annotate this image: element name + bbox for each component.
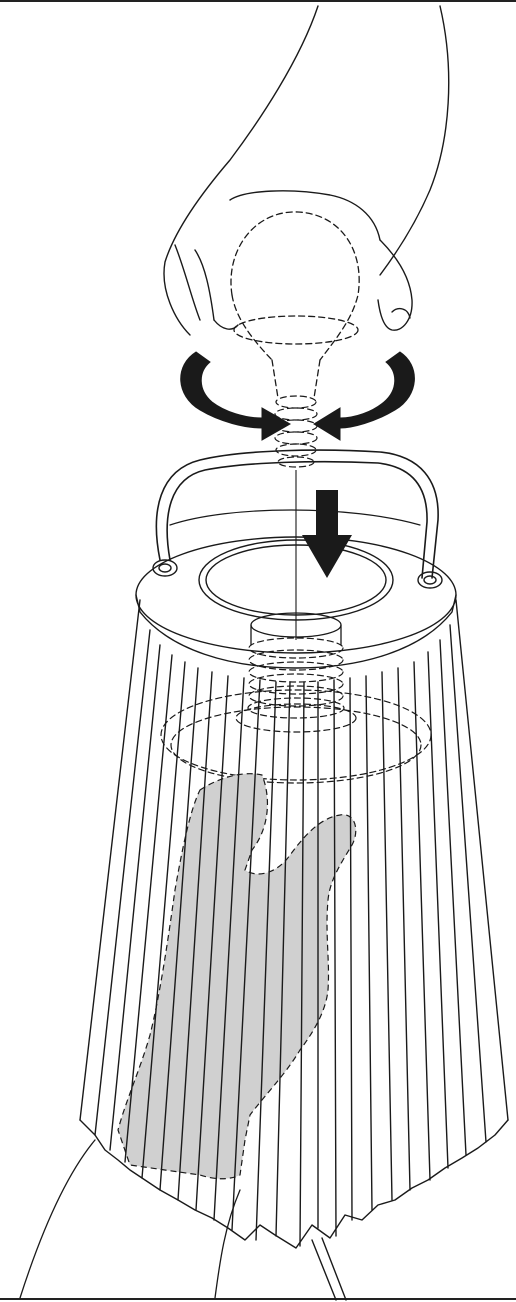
shade-harp (156, 450, 438, 578)
bulb-threads (275, 396, 317, 467)
power-cord (312, 1238, 346, 1300)
rotate-arrow-right-icon (314, 352, 414, 440)
down-arrow-icon (302, 490, 352, 578)
socket-threads (161, 638, 431, 783)
light-bulb (231, 212, 359, 398)
lower-hand-inside-shade (118, 774, 356, 1179)
rotate-arrow-left-icon (181, 352, 290, 440)
upper-hand (164, 6, 449, 335)
